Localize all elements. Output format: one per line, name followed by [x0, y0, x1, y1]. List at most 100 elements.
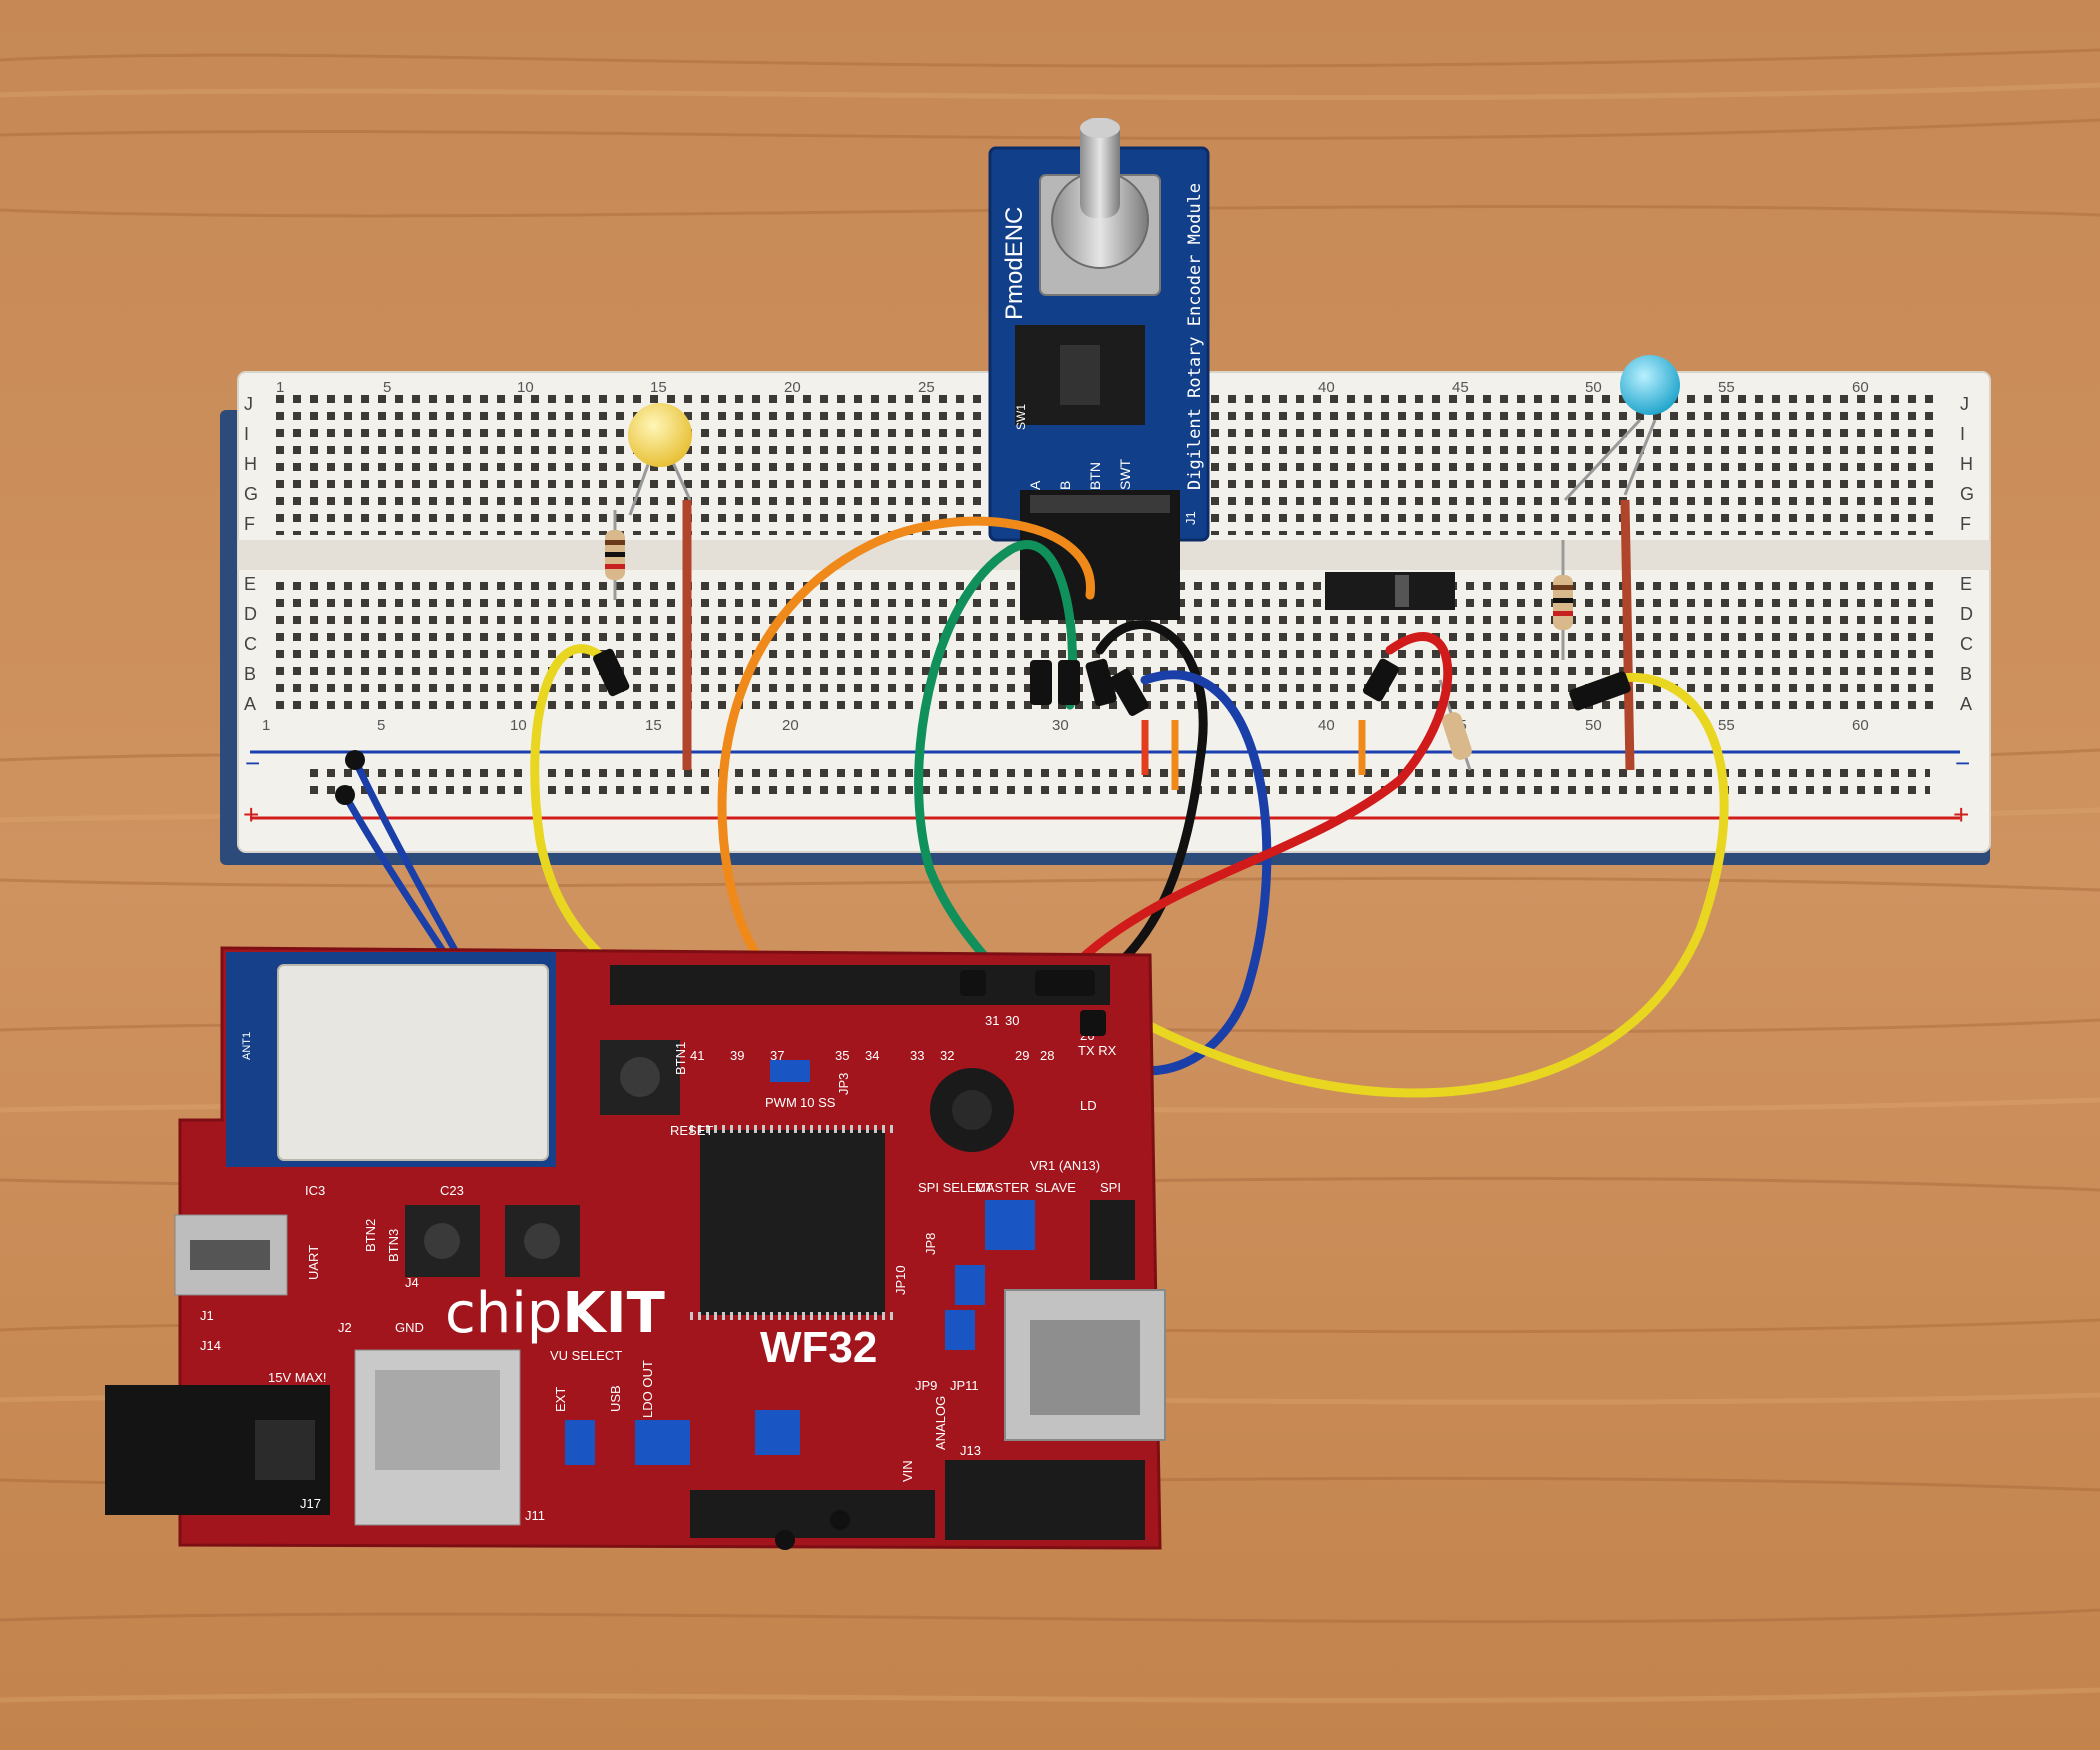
svg-text:C: C [1960, 634, 1973, 654]
v15-label: 15V MAX! [268, 1370, 327, 1385]
svg-text:5: 5 [383, 379, 391, 396]
rail-plus-label-right: + [1953, 799, 1969, 830]
svg-text:I: I [1960, 424, 1965, 444]
pin-28: 28 [1040, 1048, 1054, 1063]
analog-label: ANALOG [933, 1396, 948, 1450]
ss-label: 10 SS [800, 1095, 836, 1110]
svg-text:10: 10 [517, 379, 534, 396]
j4-label: J4 [405, 1275, 419, 1290]
pin-39: 39 [730, 1048, 744, 1063]
column-numbers-top: 1 5 10 15 20 25 40 45 50 55 60 [276, 379, 1869, 396]
rail-minus-label-right: − [1955, 748, 1970, 778]
row-letters-bottom-right: E D C B A [1960, 574, 1973, 714]
svg-text:55: 55 [1718, 379, 1735, 396]
ant1-label: ANT1 [241, 1032, 253, 1060]
svg-text:SWT: SWT [1117, 458, 1133, 490]
board-brand: chipKIT WF32 [445, 1281, 877, 1372]
rail-minus-label: − [245, 748, 260, 778]
pmod-subtitle: Digilent Rotary Encoder Module [1185, 183, 1205, 490]
svg-text:D: D [1960, 604, 1973, 624]
pin-30: 30 [1005, 1013, 1019, 1028]
chipkit-wf32-board: ANT1 [105, 946, 1166, 1550]
master-label: MASTER [975, 1180, 1029, 1195]
reset-label: RESET [670, 1123, 713, 1138]
svg-text:BTN: BTN [1087, 462, 1103, 490]
svg-text:E: E [1960, 574, 1972, 594]
brand-light: chip [445, 1281, 562, 1346]
svg-text:B: B [1057, 481, 1073, 490]
svg-text:20: 20 [782, 717, 799, 734]
wire-connectors [335, 648, 1631, 1550]
ld-label: LD [1080, 1098, 1097, 1113]
usb-label: USB [608, 1385, 623, 1412]
pmod-header-label: J1 [1183, 511, 1198, 525]
svg-text:40: 40 [1318, 717, 1335, 734]
svg-text:F: F [1960, 514, 1971, 534]
pmod-title: PmodENC [1001, 207, 1028, 320]
svg-text:A: A [1027, 480, 1043, 490]
brand-bold: KIT [562, 1281, 664, 1346]
svg-text:55: 55 [1718, 717, 1735, 734]
svg-text:50: 50 [1585, 717, 1602, 734]
pin-37: 37 [770, 1048, 784, 1063]
pmod-pin-labels: A B BTN SWT [1027, 458, 1133, 490]
svg-text:G: G [244, 484, 258, 504]
jp8-label: JP8 [923, 1233, 938, 1255]
ldo-out-label: LDO OUT [640, 1360, 655, 1418]
uart-label: UART [306, 1245, 321, 1280]
jumper-vertical-2 [1620, 499, 1635, 771]
pin-32: 32 [940, 1048, 954, 1063]
vin-label: VIN [900, 1460, 915, 1482]
svg-text:H: H [244, 454, 257, 474]
small-jumpers [1141, 720, 1366, 790]
rotary-encoder-knob [1039, 118, 1161, 296]
pin-35: 35 [835, 1048, 849, 1063]
jp9-label: JP9 [915, 1378, 937, 1393]
pwm-label: PWM [765, 1095, 797, 1110]
svg-text:25: 25 [918, 379, 935, 396]
svg-text:D: D [244, 604, 257, 624]
gnd-label: GND [395, 1320, 424, 1335]
pin-34: 34 [865, 1048, 879, 1063]
svg-text:30: 30 [1052, 717, 1069, 734]
svg-text:40: 40 [1318, 379, 1335, 396]
jp3-label: JP3 [836, 1073, 851, 1095]
jp10-label: JP10 [893, 1265, 908, 1295]
resistor-1 [605, 510, 625, 600]
row-letters-bottom-left: E D C B A [244, 574, 257, 714]
j11-label: J11 [525, 1508, 545, 1523]
slave-label: SLAVE [1035, 1180, 1076, 1195]
svg-text:J: J [1960, 394, 1969, 414]
svg-text:10: 10 [510, 717, 527, 734]
pin-33: 33 [910, 1048, 924, 1063]
svg-text:chipKIT: chipKIT [445, 1281, 665, 1346]
svg-text:C: C [244, 634, 257, 654]
svg-text:B: B [1960, 664, 1972, 684]
blue-led [1563, 355, 1680, 502]
row-letters-top-left: J I H G F [244, 394, 258, 534]
resistor-2 [1553, 540, 1573, 660]
btn3-label: BTN3 [386, 1229, 401, 1262]
pin-41: 41 [690, 1048, 704, 1063]
c23-label: C23 [440, 1183, 464, 1198]
btn2-label: BTN2 [363, 1219, 378, 1252]
svg-text:15: 15 [645, 717, 662, 734]
svg-text:15: 15 [650, 379, 667, 396]
svg-text:1: 1 [262, 717, 270, 734]
slide-switch [1325, 572, 1455, 610]
btn1-label: BTN1 [673, 1042, 688, 1075]
pmod-switch-label: SW1 [1014, 404, 1028, 430]
svg-text:60: 60 [1852, 379, 1869, 396]
j2-label: J2 [338, 1320, 352, 1335]
pin-29: 29 [1015, 1048, 1029, 1063]
svg-text:A: A [244, 694, 256, 714]
svg-text:A: A [1960, 694, 1972, 714]
board-silkscreen: RESET BTN1 BTN2 BTN3 PWM 10 SS JP3 SPI S… [200, 1013, 1121, 1523]
j14-label: J14 [200, 1338, 221, 1353]
svg-text:G: G [1960, 484, 1974, 504]
spi-label: SPI [1100, 1180, 1121, 1195]
row-letters-top-right: J I H G F [1960, 394, 1974, 534]
svg-text:5: 5 [377, 717, 385, 734]
svg-text:E: E [244, 574, 256, 594]
